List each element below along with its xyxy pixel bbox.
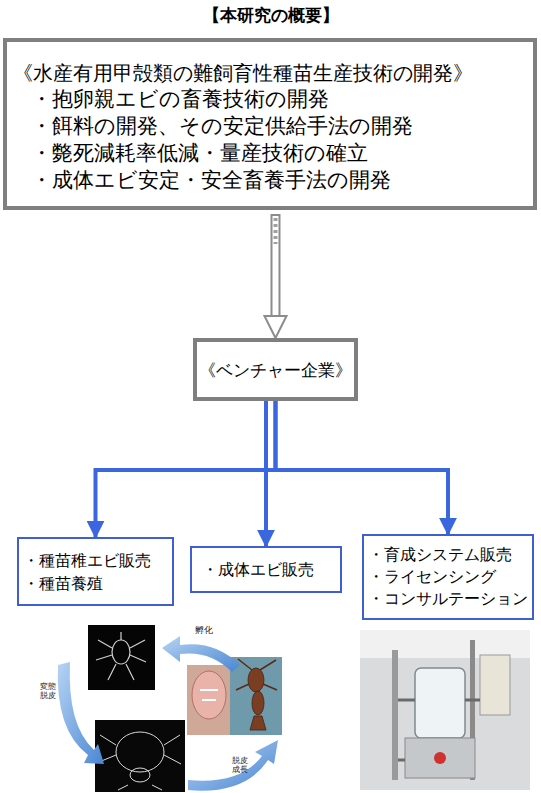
- branch-arrow: [266, 401, 267, 546]
- box-text: ・抱卵親エビの畜養技術の開発: [13, 86, 527, 113]
- cycle-label: 脱皮 成長: [230, 756, 250, 774]
- phyllosoma-figure: [192, 671, 226, 719]
- box-text: ・斃死減耗率低減・量産技術の確立: [13, 140, 527, 167]
- box-text: ・餌料の開発、その安定供給手法の開発: [13, 113, 527, 140]
- box-text: ・種苗稚エビ販売: [23, 549, 168, 572]
- system-base: [405, 738, 475, 778]
- diagram-title: 【本研究の概要】: [0, 4, 541, 26]
- system-tube: [398, 700, 480, 760]
- system-shelf: [360, 630, 530, 658]
- lobster-photo: [230, 657, 282, 735]
- box-heading: 《水産有用甲殻類の難飼育性種苗生産技術の開発》: [13, 60, 527, 86]
- hollow-arrow: [265, 214, 287, 338]
- branch-line: [96, 401, 276, 537]
- cycle-arrow: [58, 662, 104, 764]
- cycle-arrow: [162, 636, 240, 672]
- phyllosoma-dark-figure: [99, 732, 181, 790]
- branch-arrow: [276, 401, 449, 534]
- box-text: ・育成システム販売: [368, 544, 530, 566]
- business-box: ・育成システム販売・ライセンシング・コンサルテーション: [362, 534, 534, 620]
- branch-line: [264, 401, 268, 546]
- business-box: ・種苗稚エビ販売・種苗養殖: [17, 537, 174, 606]
- research-box: 《水産有用甲殻類の難飼育性種苗生産技術の開発》・抱卵親エビの畜養技術の開発・餌料…: [3, 38, 537, 210]
- system-photo: [360, 630, 530, 790]
- lobster-figure: [236, 659, 277, 730]
- phyllosoma-mark: [200, 690, 218, 700]
- cycle-label: 孵化: [192, 625, 216, 635]
- system-pipe: [392, 650, 398, 780]
- box-text: ・成体エビ安定・安全畜養手法の開発: [13, 167, 527, 194]
- arrow-dashes: [274, 218, 278, 244]
- business-box: ・成体エビ販売: [190, 546, 342, 593]
- arrow-head: [265, 316, 287, 338]
- company-box: 《ベンチャー企業》: [193, 338, 358, 401]
- box-text: ・種苗養殖: [23, 572, 168, 595]
- box-text: ・成体エビ販売: [196, 559, 336, 581]
- system-cylinder: [415, 668, 465, 738]
- cycle-arrow: [188, 740, 278, 791]
- system-valve: [434, 752, 446, 764]
- branch-line: [276, 401, 449, 534]
- cycle-label: 変態 脱皮: [38, 682, 58, 700]
- larva-photo: [88, 625, 155, 690]
- box-text: ・コンサルテーション: [368, 588, 530, 610]
- larva-figure: [96, 632, 146, 680]
- phyllosoma-photo: [187, 665, 232, 735]
- phyllosoma-dark-photo: [95, 720, 185, 792]
- arrow-shaft-inner: [273, 216, 279, 319]
- system-column: [480, 655, 510, 715]
- box-text: ・ライセンシング: [368, 566, 530, 588]
- arrow-shaft: [271, 214, 281, 317]
- box-text: 《ベンチャー企業》: [197, 359, 354, 381]
- branch-arrow: [96, 401, 276, 537]
